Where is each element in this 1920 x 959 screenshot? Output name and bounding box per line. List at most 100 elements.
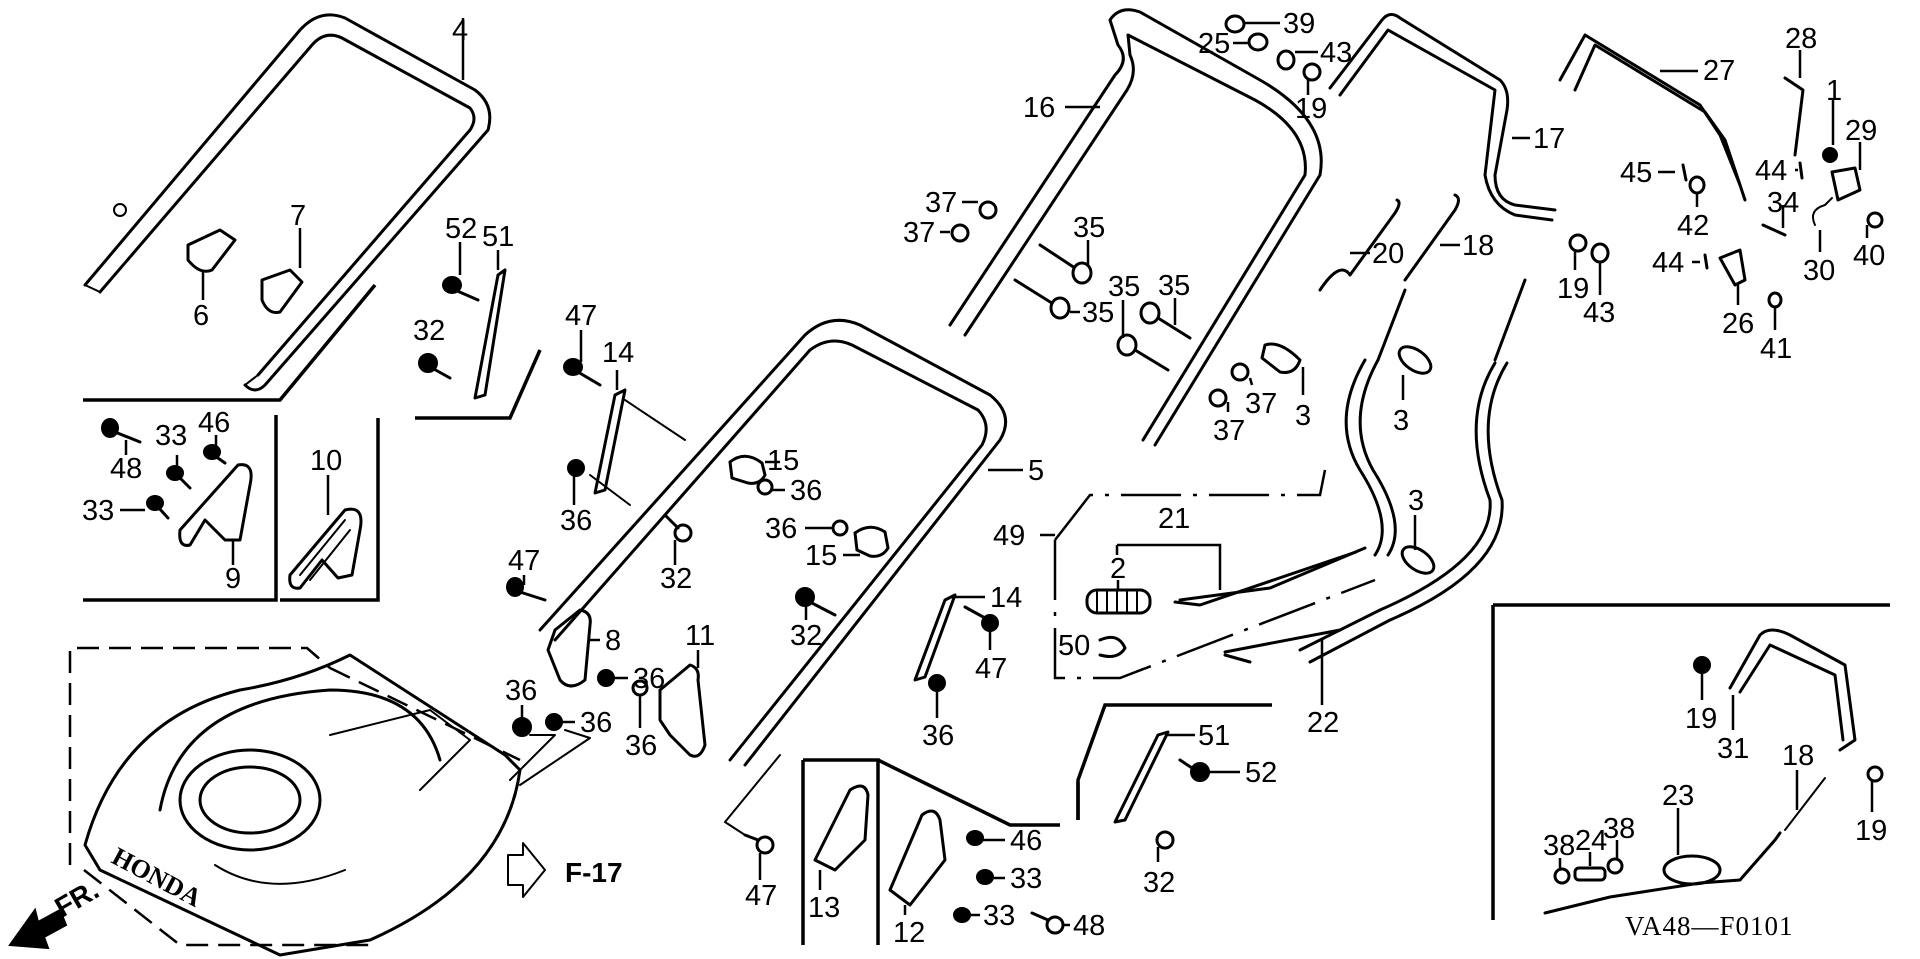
nut-part-36-bracket-8 <box>597 669 628 687</box>
screw-part-32-lower <box>1155 830 1175 862</box>
callout-45: 45 <box>1620 157 1652 189</box>
clip-part-50 <box>1098 635 1127 658</box>
callout-37-b: 37 <box>903 217 935 249</box>
callout-46-lower: 46 <box>1010 825 1042 857</box>
callout-14-lower: 14 <box>990 582 1022 614</box>
cover-part-13 <box>813 784 870 890</box>
nut-part-37-d <box>1208 388 1230 412</box>
clip-part-28 <box>1783 50 1805 157</box>
bracket-part-11 <box>658 650 707 758</box>
callout-33-lower-b: 33 <box>983 900 1015 932</box>
spring-part-2 <box>1085 580 1152 615</box>
cable-part-23 <box>1543 808 1782 915</box>
nut-part-19-inset-right <box>1866 765 1884 812</box>
screw-part-33-lower-a <box>976 869 1005 885</box>
callout-19-top: 19 <box>1295 93 1327 125</box>
inset-frame-part-49 <box>1040 469 1376 680</box>
callout-48-left: 48 <box>110 453 142 485</box>
callout-21: 21 <box>1158 503 1190 535</box>
nut-part-36-bracket-11 <box>631 679 649 728</box>
bracket-part-6 <box>186 228 237 300</box>
screw-part-32-upper <box>418 353 452 380</box>
callout-18-lower: 18 <box>1782 740 1814 772</box>
screw-part-46-left <box>203 435 227 465</box>
nut-part-36-knob-lower <box>805 519 849 537</box>
washer-part-42 <box>1688 175 1706 207</box>
nut-part-36-upper <box>567 459 631 506</box>
callout-52-lower: 52 <box>1245 757 1277 789</box>
callout-34: 34 <box>1767 187 1799 219</box>
callout-38-right: 38 <box>1603 813 1635 845</box>
reference-arrow-icon <box>507 842 546 898</box>
bracket-part-7 <box>260 228 304 314</box>
callout-43-top: 43 <box>1320 37 1352 69</box>
callout-37-a: 37 <box>925 187 957 219</box>
spring-part-25 <box>1233 32 1269 52</box>
callout-13: 13 <box>808 892 840 924</box>
callout-36-deck-a: 36 <box>505 675 537 707</box>
pin-part-41 <box>1767 291 1783 330</box>
lower-handle-part-5 <box>538 318 1023 767</box>
callout-3-middle: 3 <box>1393 405 1409 437</box>
callout-19-inset-left: 19 <box>1685 703 1717 735</box>
callout-35-b: 35 <box>1082 297 1114 329</box>
bracket-part-9 <box>178 463 253 565</box>
callout-25: 25 <box>1198 28 1230 60</box>
lever-part-26 <box>1718 248 1747 305</box>
plate-part-29 <box>1830 142 1862 202</box>
callout-37-c: 37 <box>1245 388 1277 420</box>
cover-part-12 <box>888 809 947 915</box>
callout-36-knob-upper: 36 <box>790 475 822 507</box>
reference-label: F-17 <box>565 857 623 888</box>
strip-part-51-lower <box>1113 730 1195 824</box>
callout-10: 10 <box>310 445 342 477</box>
callout-35-a: 35 <box>1073 212 1105 244</box>
pin-part-34 <box>1761 205 1787 237</box>
callout-46-left: 46 <box>198 407 230 439</box>
drawing-code: VA48—F0101 <box>1625 911 1794 941</box>
screw-part-33-lower-b <box>953 907 980 923</box>
cable-spring-part-18-lower <box>1784 770 1826 831</box>
callout-47-mid-right: 47 <box>975 653 1007 685</box>
callout-17: 17 <box>1533 123 1565 155</box>
cable-part-21 <box>1115 543 1367 602</box>
callout-51-upper: 51 <box>482 221 514 253</box>
spring-part-39 <box>1224 14 1280 34</box>
nut-part-36-right <box>928 674 946 718</box>
inset-frame-strip-51 <box>1076 703 1272 820</box>
callout-27: 27 <box>1703 55 1735 87</box>
callout-36-bracket-8: 36 <box>633 663 665 695</box>
callout-32-upper: 32 <box>413 315 445 347</box>
strip-part-14-lower <box>913 593 985 682</box>
callout-49: 49 <box>993 520 1025 552</box>
nut-part-36-deck-a <box>509 705 556 781</box>
callout-44-upper: 44 <box>1755 155 1787 187</box>
callout-19-inset-right: 19 <box>1855 815 1887 847</box>
washer-part-43-top <box>1276 49 1318 71</box>
callout-labels: 4 6 7 52 51 32 48 33 46 33 9 10 47 14 36… <box>82 8 1887 949</box>
callout-11: 11 <box>685 620 715 652</box>
callout-18-top: 18 <box>1462 230 1494 262</box>
callout-33-left-b: 33 <box>82 495 114 527</box>
bolt-part-47-upper <box>563 330 602 387</box>
callout-7: 7 <box>290 200 306 232</box>
callout-44-lower: 44 <box>1652 247 1684 279</box>
washer-part-38-right <box>1606 840 1624 875</box>
callout-38-left: 38 <box>1543 830 1575 862</box>
nut-part-36-knob-upper <box>756 478 785 496</box>
cable-spring-part-20 <box>1318 198 1401 292</box>
callout-8: 8 <box>605 625 621 657</box>
cable-part-22 <box>1223 628 1342 705</box>
callout-32-lower: 32 <box>1143 867 1175 899</box>
callout-51-lower: 51 <box>1198 720 1230 752</box>
callout-41: 41 <box>1760 333 1792 365</box>
pin-part-44-lower <box>1692 253 1709 270</box>
callout-28: 28 <box>1785 23 1817 55</box>
bolt-part-47-bottom <box>724 754 781 880</box>
callout-19-right: 19 <box>1557 273 1589 305</box>
bracket-part-8 <box>546 608 600 688</box>
callout-3-lower: 3 <box>1408 485 1424 517</box>
callout-29: 29 <box>1845 115 1877 147</box>
callout-15-lower: 15 <box>805 540 837 572</box>
